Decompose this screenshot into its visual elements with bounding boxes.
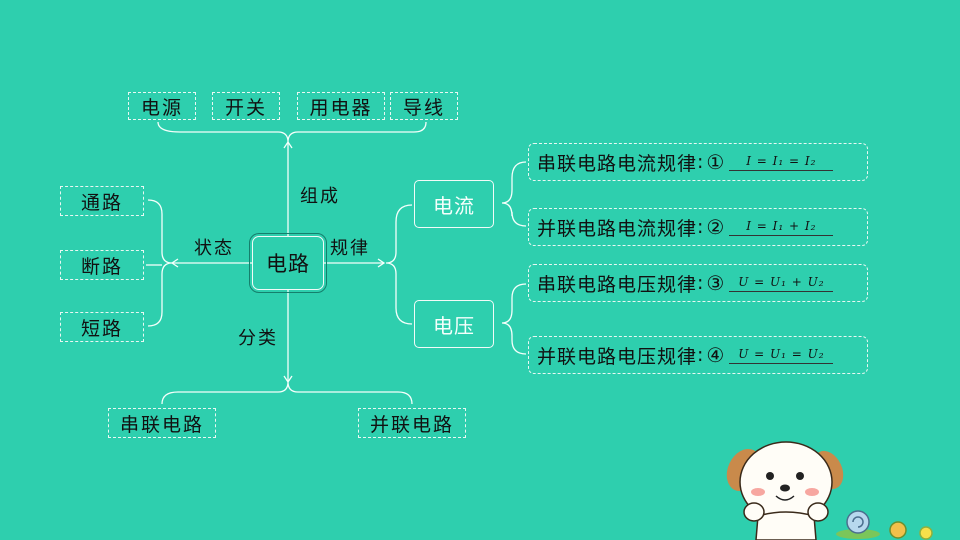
left-item-closed-circuit: 通路 [60,186,144,216]
bottom-item-parallel: 并联电路 [358,408,466,438]
sub-node-voltage: 电压 [414,300,494,348]
left-item-short-circuit: 短路 [60,312,144,342]
center-node: 电路 [249,233,327,293]
rule-number: ① [706,150,726,174]
rule-label: 并联电路电压规律 [537,345,698,368]
rule-answer: I = I₁ + I₂ [729,219,834,236]
top-item-wire: 导线 [390,92,458,120]
rule-colon: : [697,344,705,366]
bottom-item-series: 串联电路 [108,408,216,438]
top-item-switch: 开关 [212,92,280,120]
rule-answer: U = U₁ = U₂ [729,347,834,364]
rule-colon: : [697,216,705,238]
edge-label-classify: 分类 [238,328,278,349]
rule-number: ④ [706,343,726,367]
top-item-appliance: 用电器 [297,92,385,120]
sub-node-current: 电流 [414,180,494,228]
rule-number: ② [706,215,726,239]
edge-label-state: 状态 [194,238,234,259]
edge-label-compose: 组成 [300,186,340,207]
rule-colon: : [697,151,705,173]
rule-answer: U = U₁ + U₂ [729,275,834,292]
rule-answer: I = I₁ = I₂ [729,154,834,171]
edge-label-law: 规律 [330,238,370,259]
rule-number: ③ [706,271,726,295]
puppy-decoration-icon [726,441,933,540]
rule-label: 并联电路电流规律 [537,217,698,240]
rule-colon: : [697,272,705,294]
left-item-open-circuit: 断路 [60,250,144,280]
rule-label: 串联电路电流规律 [537,152,698,175]
rule-label: 串联电路电压规律 [537,273,698,296]
top-item-power-source: 电源 [128,92,196,120]
